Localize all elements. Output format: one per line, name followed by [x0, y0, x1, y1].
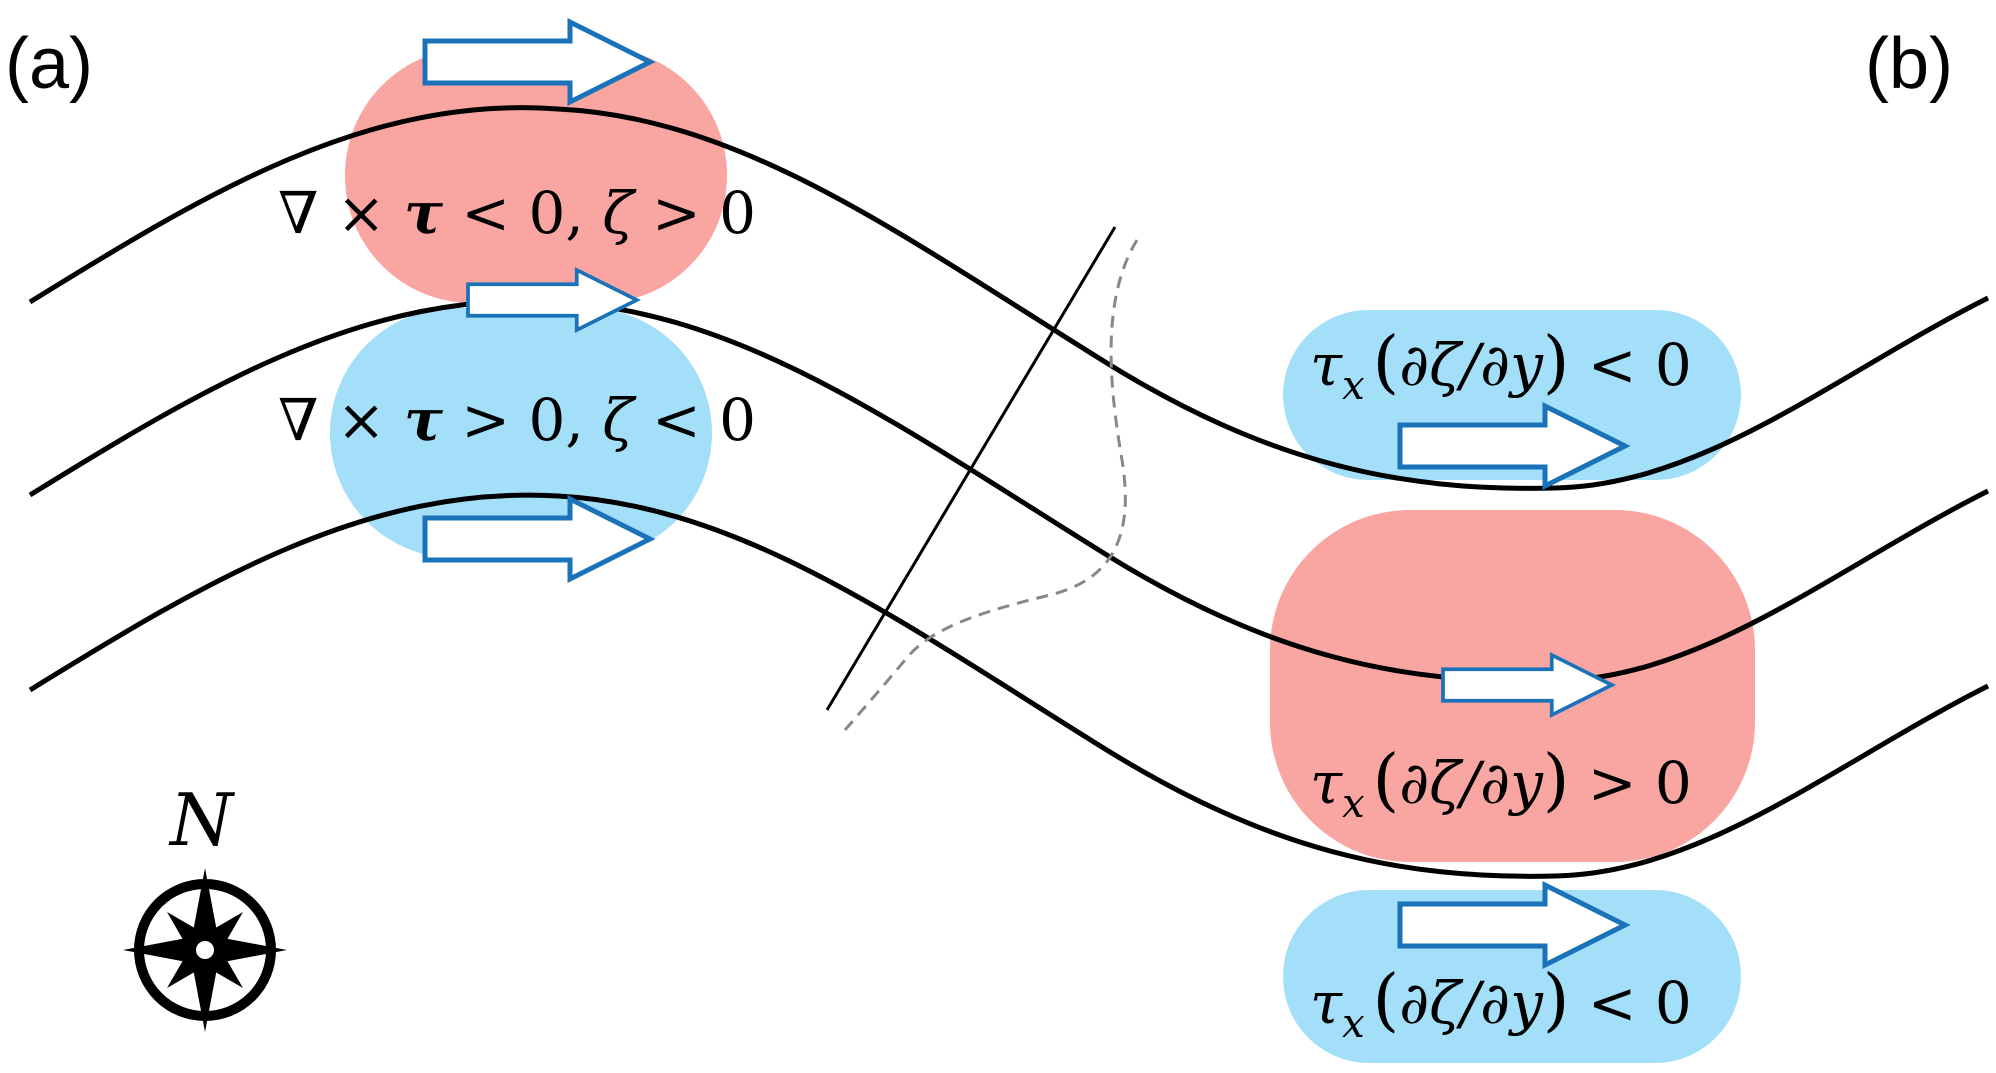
- panel-divider-line: [825, 226, 1117, 711]
- region-a-positive-vorticity: [345, 48, 727, 303]
- streamline-upper: [28, 105, 1990, 491]
- annotation-b-middle: τx(∂ζ/∂y) > 0: [1310, 741, 1692, 827]
- streamlines: [28, 105, 1990, 879]
- streamline-lower: [28, 492, 1990, 879]
- annotation-b-upper: τx(∂ζ/∂y) < 0: [1310, 323, 1692, 409]
- panel-label-a: (a): [5, 24, 93, 104]
- compass-rose-icon: [123, 868, 287, 1032]
- annotation-b-lower: τx(∂ζ/∂y) < 0: [1310, 961, 1692, 1047]
- compass-north-label: N: [168, 778, 236, 862]
- panel-divider-dashed-curve: [843, 239, 1139, 731]
- streamline-middle: [28, 298, 1990, 684]
- panel-label-b: (b): [1865, 24, 1953, 104]
- region-a-negative-vorticity: [330, 308, 712, 558]
- annotation-a-upper: ∇ × τ < 0, ζ > 0: [278, 179, 756, 247]
- annotation-a-lower: ∇ × τ > 0, ζ < 0: [278, 386, 756, 454]
